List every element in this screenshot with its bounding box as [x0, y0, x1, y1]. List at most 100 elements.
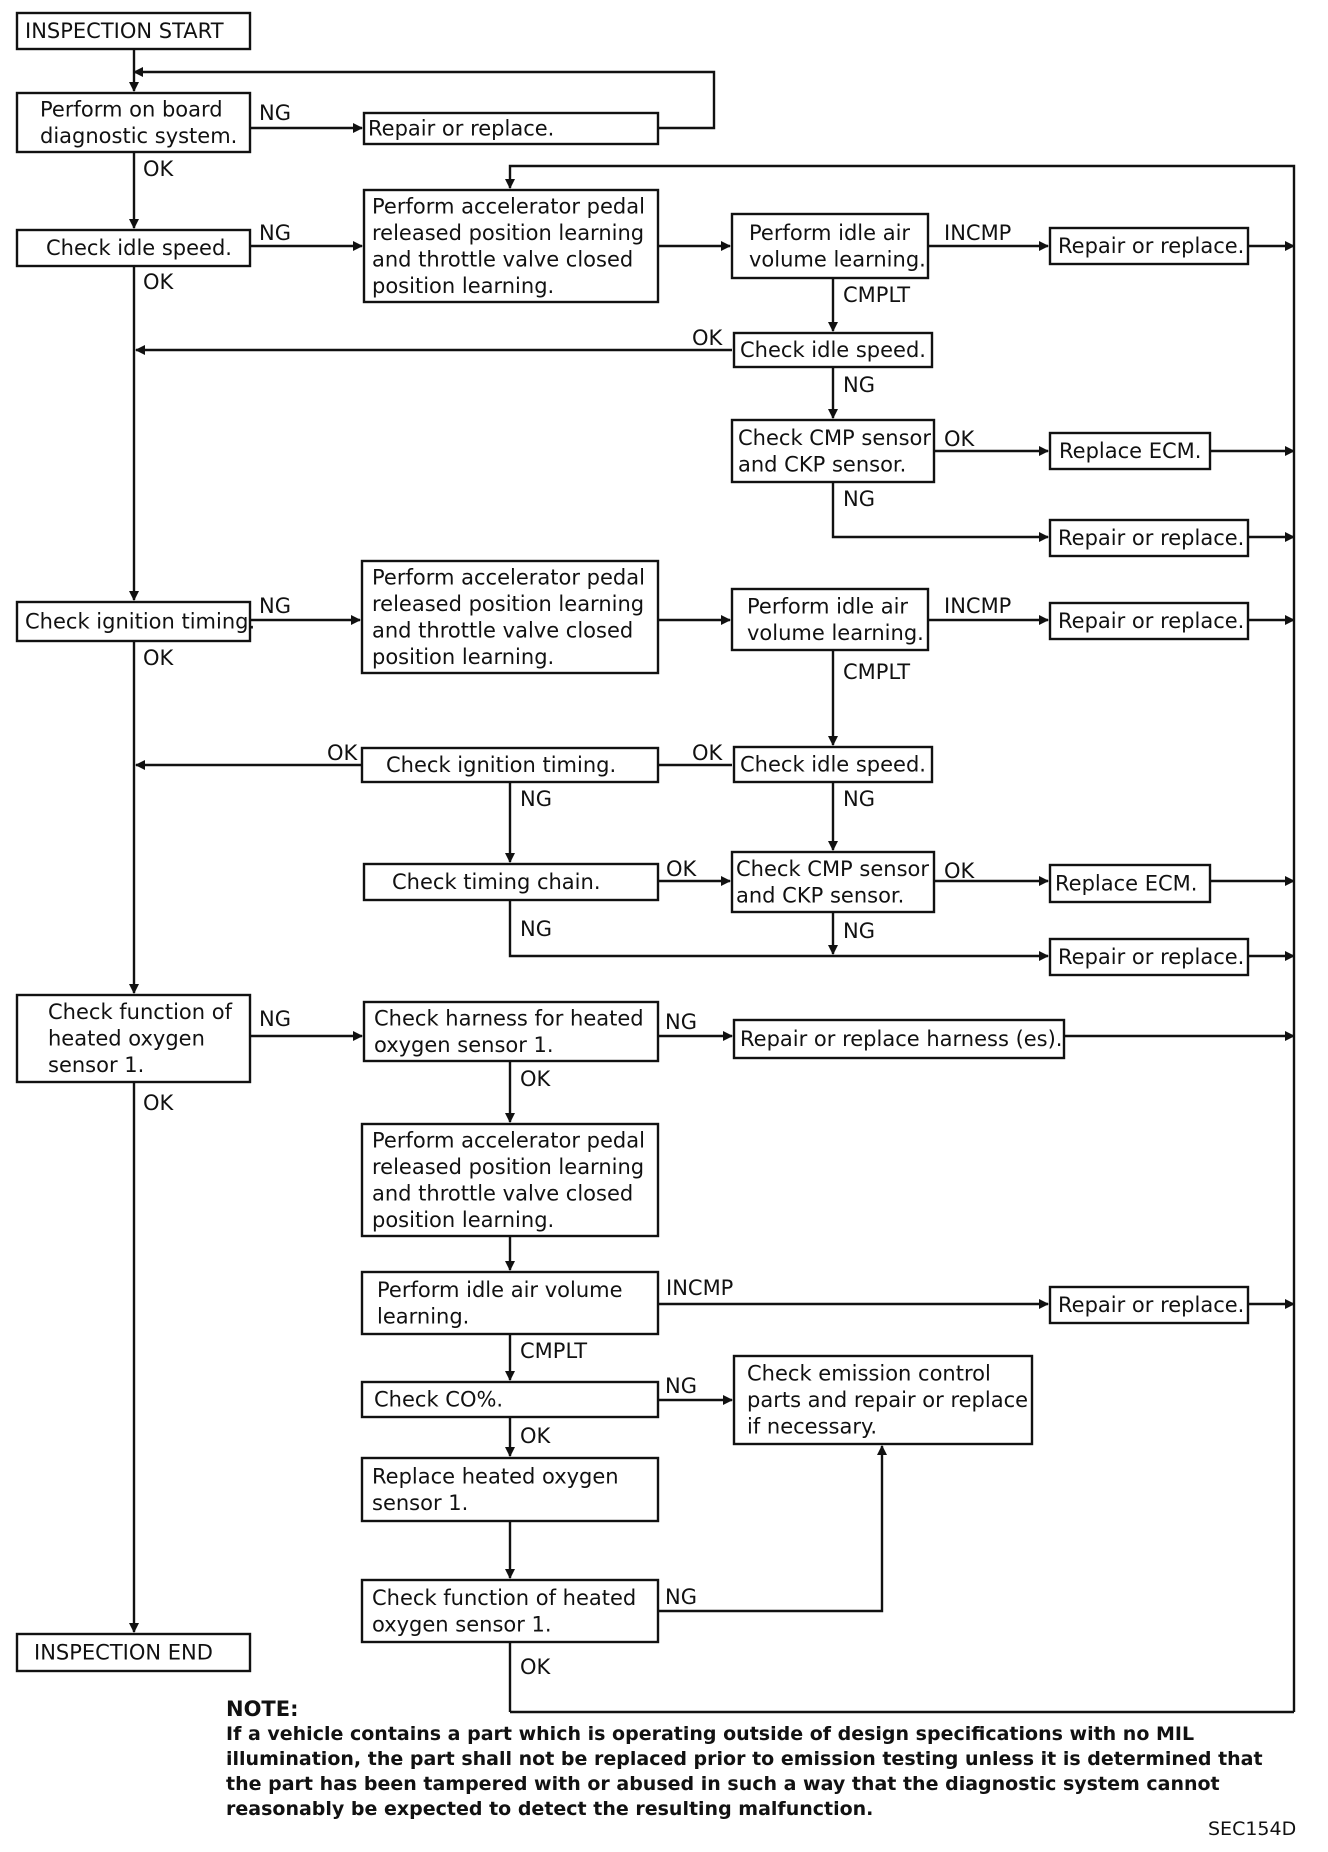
check-idle-speed-box-3: Check idle speed. [732, 745, 934, 784]
box-text-line: oxygen sensor 1. [374, 1033, 554, 1057]
figure-code: SEC154D [1208, 1818, 1297, 1840]
box-text-line: sensor 1. [48, 1053, 144, 1077]
box-text-line: Check CO%. [374, 1388, 503, 1412]
box-text-line: position learning. [372, 274, 554, 298]
box-text-line: Perform accelerator pedal [372, 1128, 645, 1152]
incmp-label-3: INCMP [666, 1276, 733, 1300]
accel-learning-box-3: Perform accelerator pedal released positi… [360, 1122, 660, 1238]
ok-label-co: OK [520, 1424, 552, 1448]
box-text-line: Replace heated oxygen [372, 1464, 619, 1488]
ng-label-idle-2: NG [843, 373, 875, 397]
box-text-line: and CKP sensor. [736, 883, 904, 907]
box-text-line: Perform accelerator pedal [372, 194, 645, 218]
box-text-line: Repair or replace. [1058, 945, 1244, 969]
ok-label-obd: OK [143, 157, 175, 181]
cmplt-label-1: CMPLT [843, 283, 910, 307]
note-text: If a vehicle contains a part which is op… [226, 1723, 1263, 1820]
box-text-line: released position learning [372, 1155, 644, 1179]
box-text-line: position learning. [372, 1208, 554, 1232]
box-text-line: Check idle speed. [740, 338, 926, 362]
ng-label-chain: NG [520, 917, 552, 941]
check-idle-speed-box-1: Check idle speed. [15, 228, 252, 268]
replace-ho2s-box: Replace heated oxygen sensor 1. [360, 1456, 660, 1523]
box-text-line: Repair or replace harness (es). [740, 1027, 1063, 1051]
box-text-line: if necessary. [747, 1415, 877, 1439]
ok-label-chain: OK [666, 857, 698, 881]
box-text-line: heated oxygen [48, 1027, 205, 1051]
check-ignition-timing-box-2: Check ignition timing. [360, 746, 660, 784]
box-text-line: Check emission control [747, 1362, 991, 1386]
box-text-line: released position learning [372, 221, 644, 245]
box-text-line: and throttle valve closed [372, 618, 633, 642]
check-co-box: Check CO%. [360, 1380, 660, 1419]
accel-learning-box-1: Perform accelerator pedal released positi… [362, 188, 660, 304]
repair-harness-box: Repair or replace harness (es). [732, 1018, 1066, 1060]
box-text-line: Check CMP sensor [738, 426, 931, 450]
box-text-line: Check function of heated [372, 1586, 636, 1610]
repair-incmp-box-3: Repair or replace. [1048, 1285, 1250, 1325]
ok-label-cmp-2: OK [944, 859, 976, 883]
box-text-line: Perform idle air volume [377, 1278, 623, 1302]
box-text-line: oxygen sensor 1. [372, 1612, 552, 1636]
box-text-line: Repair or replace. [1058, 1293, 1244, 1317]
box-text-line: Check harness for heated [374, 1006, 644, 1030]
box-text-line: Check idle speed. [46, 236, 232, 260]
ng-label-co: NG [665, 1374, 697, 1398]
check-harness-box: Check harness for heated oxygen sensor 1. [362, 1000, 660, 1063]
box-text-line: Replace ECM. [1055, 872, 1197, 896]
repair-incmp-box-2: Repair or replace. [1048, 601, 1250, 641]
box-text-line: diagnostic system. [40, 124, 237, 148]
repair-cmp-box-1: Repair or replace. [1048, 518, 1250, 558]
box-text-line: Check ignition timing. [25, 610, 255, 634]
box-text-line: volume learning. [747, 621, 924, 645]
box-text-line: Repair or replace. [368, 117, 554, 141]
box-text-line: volume learning. [749, 247, 926, 271]
box-text-line: Check ignition timing. [386, 753, 616, 777]
ng-label-idle-1: NG [259, 221, 291, 245]
replace-ecm-box-1: Replace ECM. [1048, 431, 1212, 471]
incmp-label-2: INCMP [944, 594, 1011, 618]
box-text-line: Repair or replace. [1058, 526, 1244, 550]
ok-label-ign-1: OK [143, 646, 175, 670]
box-text-line: INSPECTION START [25, 19, 224, 43]
box-text-line: Replace ECM. [1059, 439, 1201, 463]
box-text-line: Repair or replace. [1058, 609, 1244, 633]
box-text-line: sensor 1. [372, 1491, 468, 1515]
ok-label-harness: OK [520, 1067, 552, 1091]
repair-incmp-box-1: Repair or replace. [1048, 226, 1250, 266]
check-timing-chain-box: Check timing chain. [362, 862, 660, 902]
ok-label-ign-2: OK [327, 741, 359, 765]
box-text-line: Perform idle air [749, 221, 910, 245]
ok-label-idle-3: OK [692, 741, 724, 765]
ng-label-ign-2: NG [520, 787, 552, 811]
box-text-line: INSPECTION END [34, 1641, 213, 1665]
box-text-line: Repair or replace. [1058, 234, 1244, 258]
incmp-label-1: INCMP [944, 221, 1011, 245]
cmplt-label-3: CMPLT [520, 1339, 587, 1363]
ng-label-idle-3: NG [843, 787, 875, 811]
repair-top-box: Repair or replace. [362, 111, 660, 146]
repair-cmp-box-2: Repair or replace. [1048, 937, 1250, 977]
box-text-line: Perform idle air [747, 594, 908, 618]
box-text-line: Check function of [48, 1000, 233, 1024]
branch-labels: NG OK NG OK INCMP CMPLT OK NG OK NG NG O… [143, 101, 1011, 1679]
box-text-line: Perform on board [40, 97, 223, 121]
ok-label-ho2s-2: OK [520, 1655, 552, 1679]
ng-label-ho2s: NG [259, 1007, 291, 1031]
inspection-end-box: INSPECTION END [15, 1632, 252, 1673]
box-text-line: learning. [377, 1304, 469, 1328]
ok-label-idle-2: OK [692, 326, 724, 350]
ng-label-ign-1: NG [259, 594, 291, 618]
box-text-line: and throttle valve closed [372, 247, 633, 271]
box-text-line: released position learning [372, 592, 644, 616]
idle-air-learning-box-2: Perform idle air volume learning. [730, 587, 930, 652]
ng-label-harness: NG [665, 1010, 697, 1034]
box-text-line: parts and repair or replace [747, 1388, 1028, 1412]
